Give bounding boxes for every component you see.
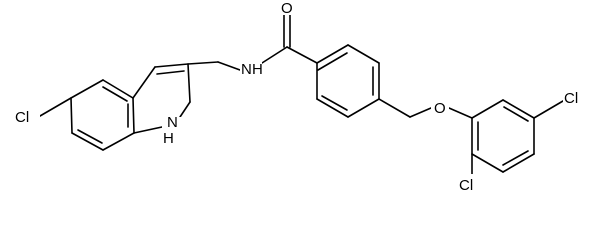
bond [471, 153, 504, 173]
bond [409, 107, 432, 118]
atom-h-indole: H [163, 130, 174, 147]
bond [261, 46, 288, 64]
bond [321, 95, 348, 111]
bond [347, 44, 380, 64]
bond [156, 70, 185, 75]
atom-o-ether: O [434, 100, 446, 117]
bond [316, 44, 349, 64]
atom-n-indole: N [167, 114, 178, 131]
atom-h-amide: H [252, 61, 263, 78]
bond [187, 63, 191, 103]
bond [502, 153, 535, 173]
bond [448, 107, 473, 119]
chemical-structure: Cl N H N H O O Cl Cl [14, 0, 589, 194]
bond [533, 100, 564, 119]
bond [133, 126, 163, 134]
atom-labels: Cl N H N H O O Cl Cl [14, 0, 589, 194]
bond [347, 98, 380, 118]
bond [378, 98, 411, 118]
bond [217, 61, 241, 71]
bond [39, 97, 72, 117]
bond [132, 66, 156, 99]
atom-cl-ring-top: Cl [564, 90, 578, 107]
bond [102, 79, 134, 99]
bond [503, 106, 529, 122]
bond [77, 129, 103, 144]
bond [471, 99, 504, 119]
atom-cl-ring-bottom: Cl [459, 177, 473, 194]
atom-n-amide: N [241, 61, 252, 78]
bond [502, 150, 529, 166]
bond [179, 101, 191, 118]
bond [102, 86, 128, 102]
bond [187, 61, 219, 65]
bond [502, 99, 535, 119]
bond [102, 132, 135, 151]
atom-cl-indole: Cl [15, 109, 29, 126]
bond [317, 52, 348, 71]
bond [316, 98, 349, 118]
bond [132, 97, 135, 134]
bond [71, 132, 104, 151]
bond [70, 97, 73, 134]
bonds [39, 13, 564, 175]
bond [154, 63, 189, 68]
bond [286, 46, 318, 64]
bond [70, 79, 104, 99]
atom-o-carbonyl: O [281, 0, 293, 17]
